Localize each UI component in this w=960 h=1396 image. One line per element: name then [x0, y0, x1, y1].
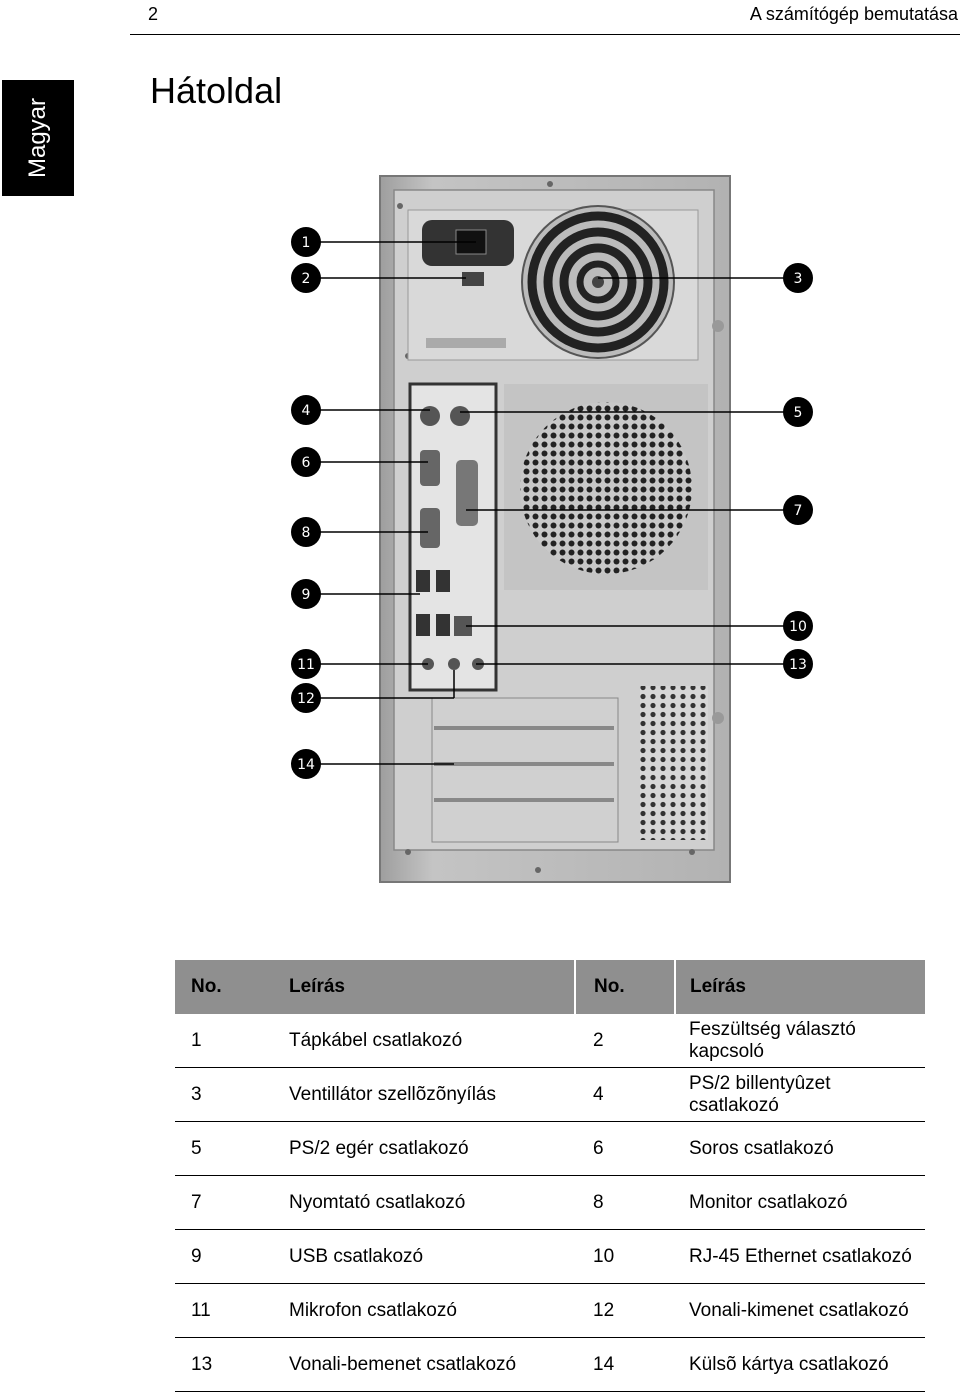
callout-1-label: 1	[302, 235, 311, 251]
row-description-left: Nyomtató csatlakozó	[289, 1175, 575, 1230]
row-number-left: 9	[175, 1229, 289, 1284]
callout-5-label: 5	[794, 405, 803, 421]
row-number-left: 13	[175, 1337, 289, 1392]
row-description-left: Mikrofon csatlakozó	[289, 1283, 575, 1338]
row-description-left: USB csatlakozó	[289, 1229, 575, 1284]
computer-rear-panel-figure: 1 2 3 4 5 6 7 8 9 10 11 12 13 14	[288, 170, 828, 886]
callout-7-label: 7	[794, 503, 803, 519]
row-number-right: 10	[575, 1229, 675, 1284]
callout-4: 4	[291, 395, 321, 425]
row-number-left: 11	[175, 1283, 289, 1338]
row-number-left: 5	[175, 1121, 289, 1176]
callout-7: 7	[783, 495, 813, 525]
row-description-right: Feszültség választó kapcsoló	[675, 1014, 925, 1068]
row-description-right: RJ-45 Ethernet csatlakozó	[675, 1229, 925, 1284]
row-description-right: Vonali-kimenet csatlakozó	[675, 1283, 925, 1338]
row-description-right: Monitor csatlakozó	[675, 1175, 925, 1230]
callout-3-label: 3	[794, 271, 803, 287]
header-description-right: Leírás	[674, 960, 925, 1014]
ventilation-grille	[504, 384, 708, 840]
callout-2: 2	[291, 263, 321, 293]
row-description-left: Ventillátor szellõzõnyílás	[289, 1067, 575, 1122]
language-side-tab: Magyar	[2, 80, 74, 196]
header-description-left: Leírás	[289, 960, 575, 1014]
callout-2-label: 2	[302, 271, 311, 287]
row-number-left: 7	[175, 1175, 289, 1230]
callout-12: 12	[291, 683, 321, 713]
callout-12-label: 12	[297, 691, 315, 707]
side-tab-label: Magyar	[24, 97, 51, 179]
callout-1: 1	[291, 227, 321, 257]
callout-4-label: 4	[302, 403, 311, 419]
row-number-right: 4	[575, 1067, 675, 1122]
header-no-left: No.	[175, 960, 289, 1014]
callout-13: 13	[783, 649, 813, 679]
callout-13-label: 13	[789, 657, 807, 673]
row-number-right: 2	[575, 1014, 675, 1068]
callout-8: 8	[291, 517, 321, 547]
callout-6-label: 6	[302, 455, 311, 471]
row-description-right: Külsõ kártya csatlakozó	[675, 1337, 925, 1392]
io-panel	[408, 382, 498, 692]
row-number-left: 3	[175, 1067, 289, 1122]
row-number-right: 8	[575, 1175, 675, 1230]
page-number: 2	[148, 4, 159, 24]
callout-14: 14	[291, 749, 321, 779]
callout-10-label: 10	[789, 619, 807, 635]
callout-6: 6	[291, 447, 321, 477]
section-title: Hátoldal	[150, 70, 283, 111]
row-description-right: Soros csatlakozó	[675, 1121, 925, 1176]
row-description-left: Tápkábel csatlakozó	[289, 1014, 575, 1068]
callout-9-label: 9	[302, 587, 311, 603]
row-number-right: 12	[575, 1283, 675, 1338]
row-description-left: Vonali-bemenet csatlakozó	[289, 1337, 575, 1392]
table-header-row: No. Leírás No. Leírás	[175, 960, 925, 1014]
header-rule	[130, 34, 960, 35]
row-description-left: PS/2 egér csatlakozó	[289, 1121, 575, 1176]
callout-9: 9	[291, 579, 321, 609]
callout-11: 11	[291, 649, 321, 679]
row-number-right: 6	[575, 1121, 675, 1176]
row-number-right: 14	[575, 1337, 675, 1392]
row-description-right: PS/2 billentyûzet csatlakozó	[675, 1067, 925, 1122]
callout-8-label: 8	[302, 525, 311, 541]
callout-10: 10	[783, 611, 813, 641]
power-supply-unit	[407, 205, 699, 361]
callout-14-label: 14	[297, 757, 315, 773]
header-no-right: No.	[574, 960, 675, 1014]
callout-5: 5	[783, 397, 813, 427]
callout-3: 3	[783, 263, 813, 293]
expansion-slot-covers	[431, 697, 619, 843]
running-header: A számítógép bemutatása	[749, 4, 958, 24]
callout-11-label: 11	[297, 657, 315, 673]
row-number-left: 1	[175, 1014, 289, 1068]
callout-leaders	[320, 241, 784, 765]
